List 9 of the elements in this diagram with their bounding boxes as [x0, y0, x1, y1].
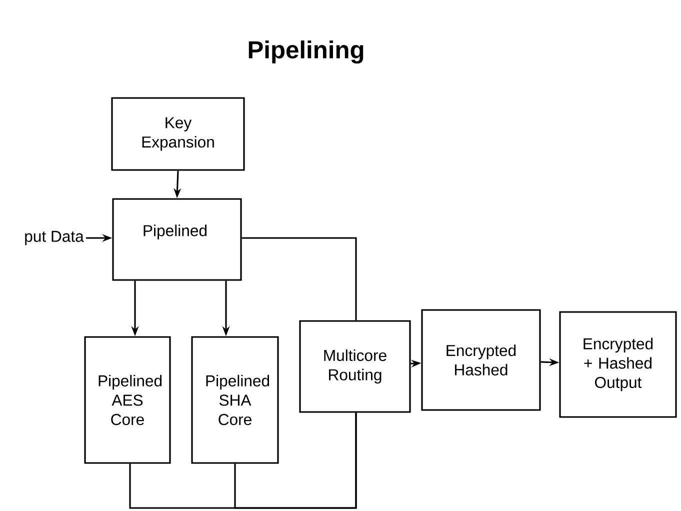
- process-box: Pipelined AES Core: [84, 336, 171, 464]
- process-box: Pipelined SHA Core: [191, 336, 279, 464]
- input-label: put Data: [25, 230, 84, 246]
- process-box: Multicore Routing: [299, 320, 411, 413]
- process-box: Key Expansion: [111, 97, 245, 171]
- process-box: Pipelined: [112, 198, 242, 281]
- process-box: Encrypted + Hashed Output: [559, 311, 677, 418]
- title: Pipelining: [248, 40, 364, 64]
- process-box: Encrypted Hashed: [421, 309, 541, 411]
